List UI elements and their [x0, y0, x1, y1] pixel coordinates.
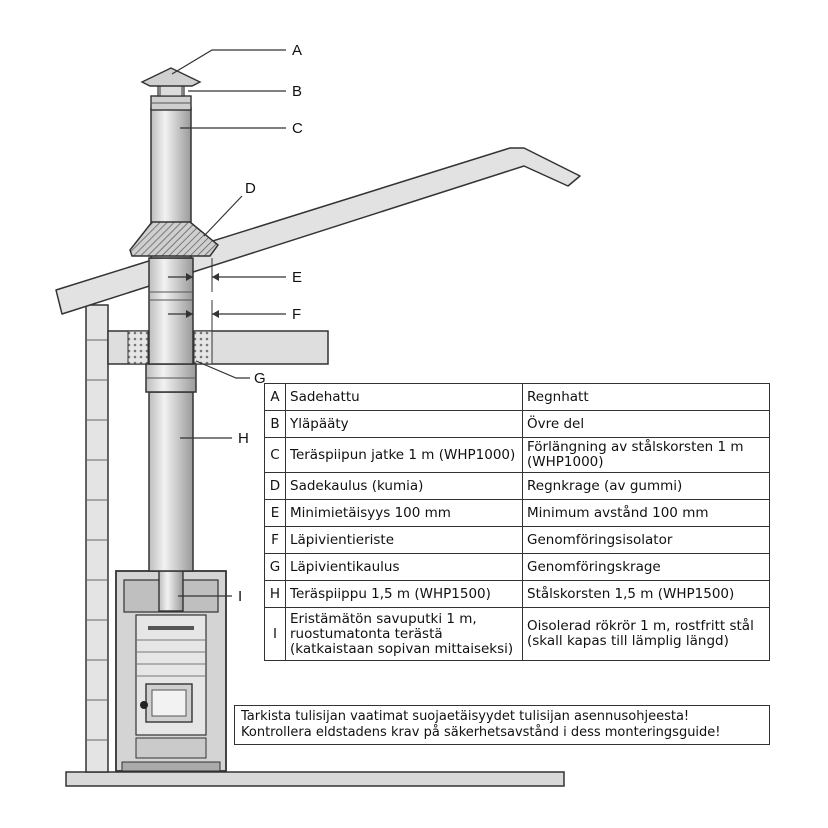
- callout-a: A: [292, 42, 302, 59]
- legend-key: E: [264, 499, 286, 527]
- legend-row: E Minimietäisyys 100 mm Minimum avstånd …: [264, 499, 770, 527]
- callout-d: D: [245, 180, 256, 197]
- callout-h: H: [238, 430, 249, 447]
- legend-swedish: Regnhatt: [522, 383, 770, 411]
- roof: [55, 147, 581, 315]
- floor: [65, 771, 565, 787]
- legend-key: I: [264, 607, 286, 661]
- legend-swedish: Förlängning av stålskorsten 1 m (WHP1000…: [522, 437, 770, 473]
- legend-finnish: Minimietäisyys 100 mm: [285, 499, 523, 527]
- legend-row: I Eristämätön savuputki 1 m, ruostumaton…: [264, 607, 770, 661]
- legend-key: C: [264, 437, 286, 473]
- legend-row: D Sadekaulus (kumia) Regnkrage (av gummi…: [264, 472, 770, 500]
- callout-f: F: [292, 306, 301, 323]
- legend-key: A: [264, 383, 286, 411]
- wall: [85, 304, 109, 773]
- legend-swedish: Oisolerad rökrör 1 m, rostfritt stål (sk…: [522, 607, 770, 661]
- callout-b: B: [292, 83, 302, 100]
- warning-line-finnish: Tarkista tulisijan vaatimat suojaetäisyy…: [241, 709, 690, 724]
- legend-row: C Teräspiipun jatke 1 m (WHP1000) Förlän…: [264, 437, 770, 473]
- legend-key: F: [264, 526, 286, 554]
- clearance-dimension-f: [168, 300, 286, 331]
- legend-swedish: Minimum avstånd 100 mm: [522, 499, 770, 527]
- clearance-dimension-e: [168, 258, 286, 292]
- legend-key: B: [264, 410, 286, 438]
- legend-key: G: [264, 553, 286, 581]
- legend-table: A Sadehattu Regnhatt B Yläpääty Övre del…: [264, 383, 770, 661]
- legend-key: H: [264, 580, 286, 608]
- legend-swedish: Övre del: [522, 410, 770, 438]
- legend-swedish: Stålskorsten 1,5 m (WHP1500): [522, 580, 770, 608]
- callout-i: I: [238, 588, 242, 605]
- legend-finnish: Läpivientikaulus: [285, 553, 523, 581]
- legend-finnish: Teräspiippu 1,5 m (WHP1500): [285, 580, 523, 608]
- legend-finnish: Sadehattu: [285, 383, 523, 411]
- legend-row: H Teräspiippu 1,5 m (WHP1500) Stålskorst…: [264, 580, 770, 608]
- legend-swedish: Regnkrage (av gummi): [522, 472, 770, 500]
- legend-finnish: Eristämätön savuputki 1 m, ruostumatonta…: [285, 607, 523, 661]
- top-end: [150, 95, 192, 111]
- ceiling: [107, 330, 329, 365]
- legend-row: A Sadehattu Regnhatt: [264, 383, 770, 411]
- legend-finnish: Sadekaulus (kumia): [285, 472, 523, 500]
- steel-chimney-lower: [145, 363, 197, 572]
- legend-finnish: Läpivientieriste: [285, 526, 523, 554]
- legend-row: G Läpivientikaulus Genomföringskrage: [264, 553, 770, 581]
- legend-swedish: Genomföringsisolator: [522, 526, 770, 554]
- rain-collar: [129, 221, 220, 257]
- legend-row: F Läpivientieriste Genomföringsisolator: [264, 526, 770, 554]
- legend-finnish: Yläpääty: [285, 410, 523, 438]
- callout-e: E: [292, 269, 302, 286]
- legend-key: D: [264, 472, 286, 500]
- flue-pipe: [158, 570, 184, 612]
- callout-c: C: [292, 120, 303, 137]
- legend-row: B Yläpääty Övre del: [264, 410, 770, 438]
- legend-swedish: Genomföringskrage: [522, 553, 770, 581]
- safety-warning-box: Tarkista tulisijan vaatimat suojaetäisyy…: [234, 705, 770, 745]
- callout-g: G: [254, 370, 266, 387]
- leader-lines: [171, 49, 286, 597]
- rain-cap: [140, 67, 202, 97]
- legend-finnish: Teräspiipun jatke 1 m (WHP1000): [285, 437, 523, 473]
- warning-line-swedish: Kontrollera eldstadens krav på säkerhets…: [241, 725, 721, 740]
